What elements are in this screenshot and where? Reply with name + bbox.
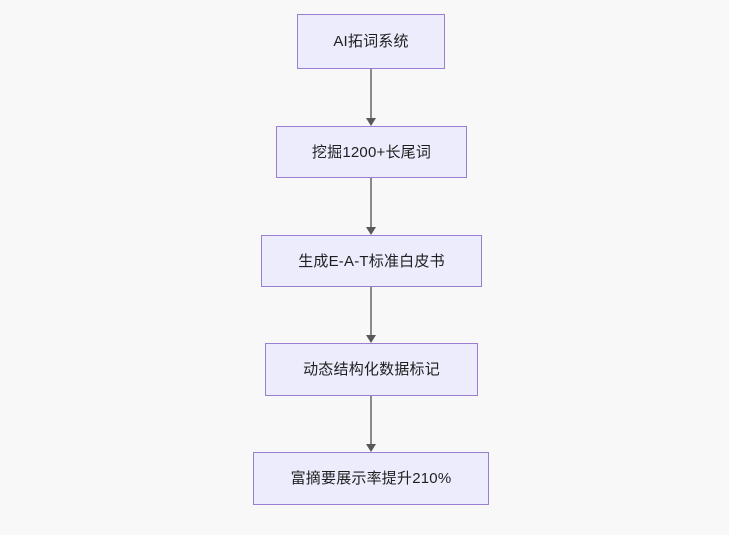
edge-line xyxy=(370,69,372,118)
edge-line xyxy=(370,178,372,227)
arrowhead-icon xyxy=(366,444,376,452)
arrowhead-icon xyxy=(366,227,376,235)
flow-node-label: 动态结构化数据标记 xyxy=(303,361,440,378)
flow-node-ai-keyword-system[interactable]: AI拓词系统 xyxy=(297,14,445,69)
flow-node-label: AI拓词系统 xyxy=(333,33,409,50)
flow-node-label: 挖掘1200+长尾词 xyxy=(311,143,432,161)
arrowhead-icon xyxy=(366,335,376,343)
edge-line xyxy=(370,396,372,444)
edge-line xyxy=(370,287,372,335)
flow-node-rich-snippet-uplift[interactable]: 富摘要展示率提升210% xyxy=(253,452,489,505)
flow-node-dynamic-structured-data[interactable]: 动态结构化数据标记 xyxy=(265,343,478,396)
flow-node-label: 生成E-A-T标准白皮书 xyxy=(298,252,445,270)
flow-node-label: 富摘要展示率提升210% xyxy=(290,470,452,487)
flow-node-generate-eat-whitepaper[interactable]: 生成E-A-T标准白皮书 xyxy=(261,235,482,287)
arrowhead-icon xyxy=(366,118,376,126)
flow-node-mine-longtail-keywords[interactable]: 挖掘1200+长尾词 xyxy=(276,126,467,178)
